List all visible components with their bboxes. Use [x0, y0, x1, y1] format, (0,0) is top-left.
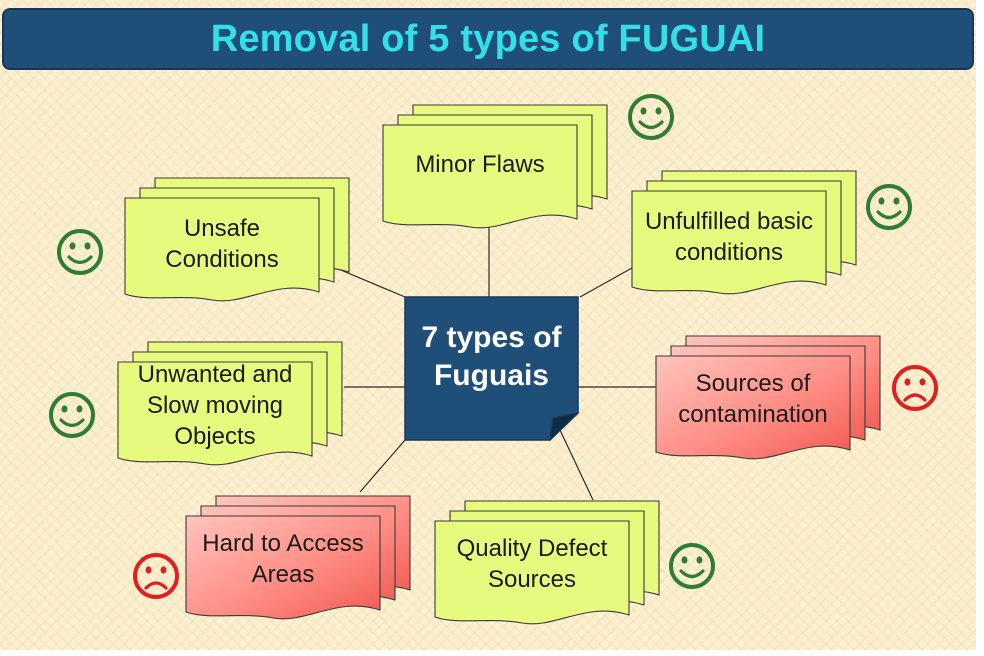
card-sheet-unsafe-conditions-0: [124, 197, 320, 302]
connector-hard-to-access: [359, 439, 406, 493]
card-label-line: Areas: [251, 561, 315, 588]
happy-face-icon: [628, 94, 674, 140]
card-label-line: Conditions: [165, 246, 279, 273]
connector-unsafe-conditions: [335, 267, 406, 298]
card-stack-unfulfilled-basic-conditions: [631, 170, 857, 295]
card-sheet-minor-flaws-0: [382, 124, 578, 229]
card-label-line: Unwanted and: [137, 360, 293, 388]
card-label-line: Quality Defect: [456, 535, 608, 562]
card-sheet-sources-of-contamination-0: [655, 355, 851, 460]
slide-title: Removal of 5 types of FUGUAI: [210, 17, 766, 60]
card-label-line: Minor Flaws: [415, 150, 545, 178]
title-bar: Removal of 5 types of FUGUAI: [2, 8, 974, 70]
connector-lines: [335, 227, 656, 501]
connector-unfulfilled: [579, 267, 633, 298]
card-sheet-hard-to-access-areas-0: [185, 515, 381, 620]
card-sheet-unfulfilled-basic-conditions-0: [631, 190, 827, 295]
sad-face-icon: [892, 365, 938, 411]
happy-face-icon: [669, 543, 715, 589]
center-box: [404, 296, 580, 442]
card-stack-unwanted-slow-moving-objects: [117, 341, 343, 466]
card-sheet-quality-defect-sources-0: [434, 520, 630, 625]
happy-face-icon: [49, 392, 95, 438]
card-stack-hard-to-access-areas: [185, 495, 411, 620]
card-stack-unsafe-conditions: [124, 177, 350, 302]
happy-face-icon: [57, 229, 103, 275]
card-label-line: Sources: [487, 566, 577, 593]
card-label-line: Unfulfilled basic: [644, 208, 814, 235]
card-stack-sources-of-contamination: [655, 335, 881, 460]
card-label-line: Sources of: [695, 370, 811, 397]
card-label-line: conditions: [674, 239, 784, 266]
card-label-unfulfilled-basic-conditions: Unfulfilled basic conditions: [632, 188, 826, 286]
bottom-margin: [0, 650, 984, 656]
card-label-line: Slow moving: [146, 391, 284, 419]
center-box-fold: [549, 412, 580, 442]
card-label-line: Hard to Access: [202, 530, 364, 557]
center-label-line-1: 7 types of: [421, 321, 562, 354]
card-label-line: Objects: [174, 422, 256, 450]
right-margin: [976, 0, 984, 656]
card-label-sources-of-contamination: Sources of contamination: [656, 350, 850, 448]
sad-face-icon: [133, 553, 179, 599]
card-sheet-unwanted-slow-moving-objects-0: [117, 361, 313, 466]
card-label-line: Unsafe: [183, 215, 261, 242]
connector-quality-defect: [559, 429, 594, 501]
center-label-line-2: Fuguais: [433, 359, 549, 392]
happy-face-icon: [866, 184, 912, 230]
card-stack-quality-defect-sources: [434, 500, 660, 625]
card-label-line: contamination: [678, 401, 828, 428]
card-stack-minor-flaws: [382, 104, 608, 229]
card-label-minor-flaws: Minor Flaws: [383, 115, 577, 213]
center-label: 7 types of Fuguais: [405, 312, 578, 402]
